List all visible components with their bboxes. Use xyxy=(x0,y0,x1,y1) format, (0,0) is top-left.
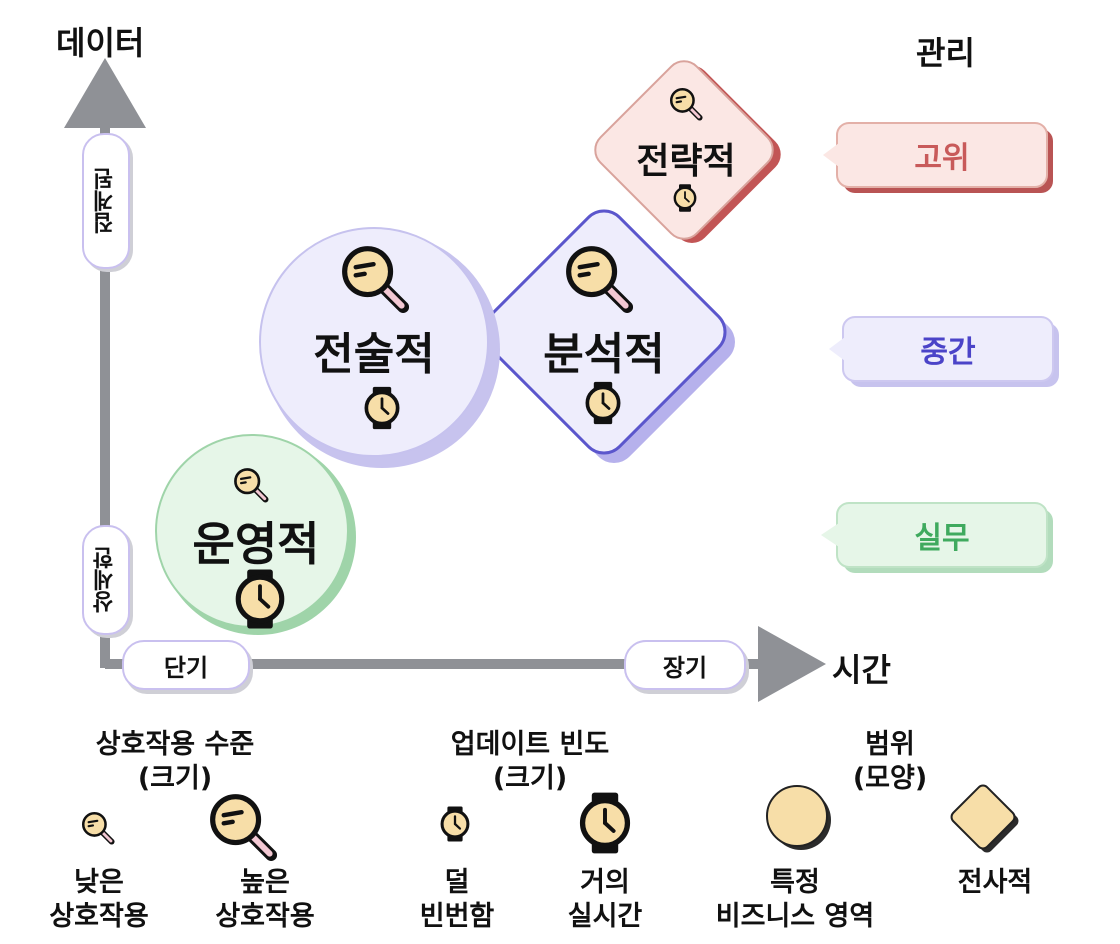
legend-update-high-line2: 실시간 xyxy=(567,901,643,932)
legend-scope-circle-line2: 비즈니스 영역 xyxy=(715,901,875,932)
watch-icon xyxy=(228,566,292,632)
legend-update-high: 거의 실시간 xyxy=(540,866,670,934)
operational-circle xyxy=(155,434,356,635)
management-title: 관리 xyxy=(916,34,975,72)
legend-scope-circle-line1: 특정 xyxy=(770,867,820,898)
watch-icon xyxy=(670,182,700,214)
legend-scope-circle: 특정 비즈니스 영역 xyxy=(690,866,900,934)
legend-update-low-line2: 빈번함 xyxy=(419,901,495,932)
management-level-low: 실무 xyxy=(914,521,970,556)
watch-icon xyxy=(359,382,405,434)
legend-interaction-low-line1: 낮은 xyxy=(74,867,124,898)
legend-interaction-high-line2: 상호작용 xyxy=(215,901,315,932)
x-axis-title: 시간 xyxy=(832,651,891,689)
management-tag-shapes xyxy=(821,122,1059,573)
legend-interaction-low: 낮은 상호작용 xyxy=(34,866,164,934)
management-level-high: 고위 xyxy=(914,141,970,176)
legend-scope-title-line1: 범위 xyxy=(865,729,915,760)
magnifier-icon xyxy=(668,86,704,122)
legend-update-low-line1: 덜 xyxy=(444,867,470,898)
magnifier-icon xyxy=(80,810,116,846)
y-axis-arrow xyxy=(64,58,146,128)
legend-circle xyxy=(766,785,828,847)
y-axis-title: 데이터 xyxy=(56,24,145,62)
watch-icon xyxy=(572,786,638,860)
x-high-label: 장기 xyxy=(624,640,746,690)
legend-diamond xyxy=(950,784,1016,850)
management-level-mid: 중간 xyxy=(920,335,976,370)
x-low-label: 단기 xyxy=(122,640,250,690)
y-high-label: 집계된 xyxy=(82,133,130,269)
legend-interaction-title-line2: (크기) xyxy=(137,763,213,794)
descriptive-circle xyxy=(259,227,500,468)
legend-update-title-line1: 업데이트 빈도 xyxy=(450,729,610,760)
analytical-diamond xyxy=(481,209,735,463)
x-axis-arrow xyxy=(758,626,826,702)
legend-interaction-high: 높은 상호작용 xyxy=(200,866,330,934)
legend-update-title: 업데이트 빈도 (크기) xyxy=(420,728,640,796)
legend-update-title-line2: (크기) xyxy=(492,763,568,794)
legend-interaction-low-line2: 상호작용 xyxy=(49,901,149,932)
magnifier-icon xyxy=(562,242,636,316)
strategic-diamond xyxy=(594,60,781,244)
magnifier-icon xyxy=(206,790,280,864)
watch-icon xyxy=(436,802,474,846)
y-low-label: 상세한 xyxy=(82,525,130,635)
legend-interaction-title-line1: 상호작용 수준 xyxy=(95,729,255,760)
magnifier-icon xyxy=(338,242,412,316)
legend-scope-diamond: 전사적 xyxy=(930,866,1060,900)
legend-interaction-title: 상호작용 수준 (크기) xyxy=(60,728,290,796)
legend-update-high-line1: 거의 xyxy=(580,867,630,898)
watch-icon xyxy=(580,378,626,428)
legend-scope-title: 범위 (모양) xyxy=(830,728,950,796)
legend-scope-shapes xyxy=(766,784,1019,853)
strategic-label: 전략적 xyxy=(636,141,736,182)
magnifier-icon xyxy=(232,466,270,504)
operational-label: 운영적 xyxy=(192,517,320,571)
descriptive-label: 전술적 xyxy=(313,329,435,380)
legend-update-low: 덜 빈번함 xyxy=(392,866,522,934)
analytical-label: 분석적 xyxy=(543,329,665,380)
legend-scope-title-line2: (모양) xyxy=(852,763,928,794)
legend-scope-diamond-line1: 전사적 xyxy=(957,867,1033,898)
legend-interaction-high-line1: 높은 xyxy=(240,867,290,898)
